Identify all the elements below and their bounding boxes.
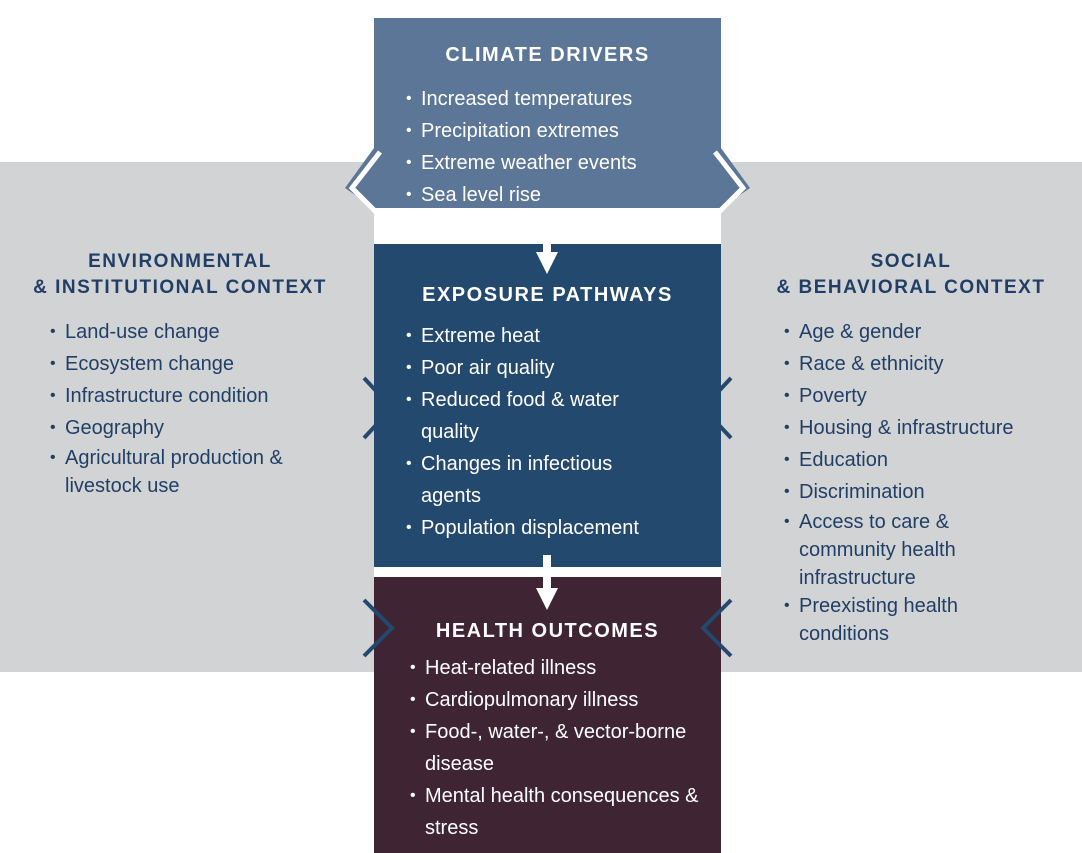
list-item: Cardiopulmonary illness [410,684,720,716]
environmental-context-title: ENVIRONMENTAL & INSTITUTIONAL CONTEXT [0,249,360,301]
list-item: Race & ethnicity [784,348,1074,380]
environmental-context-list: Land-use change Ecosystem change Infrast… [50,316,310,500]
list-item: Ecosystem change [50,348,310,380]
list-item: Changes in infectious agents [406,448,661,512]
list-item: Sea level rise [406,179,637,211]
chevron-right-icon-env-health [362,598,395,658]
list-item: Housing & infrastructure [784,412,1074,444]
list-item: Age & gender [784,316,1074,348]
social-context-title-line1: SOCIAL [870,251,952,272]
chevron-left-icon-social-health [700,598,733,658]
list-item: Poor air quality [406,352,706,384]
environmental-context-title-line2: & INSTITUTIONAL CONTEXT [33,277,327,298]
arrow-down-icon-2 [536,555,558,610]
health-outcomes-list: Heat-related illness Cardiopulmonary ill… [410,652,720,844]
list-item: Land-use change [50,316,310,348]
social-context-list: Age & gender Race & ethnicity Poverty Ho… [784,316,1074,648]
list-item: Extreme heat [406,320,706,352]
list-item: Poverty [784,380,1074,412]
divider-climate-exposure [374,208,721,216]
list-item: Discrimination [784,476,1074,508]
exposure-pathways-title: EXPOSURE PATHWAYS [422,284,673,306]
social-context-title-line2: & BEHAVIORAL CONTEXT [776,277,1046,298]
environmental-context-title-line1: ENVIRONMENTAL [88,251,272,272]
list-item: Geography [50,412,310,444]
list-item: Population displacement [406,512,706,544]
chevron-left-icon-climate [348,150,382,218]
list-item: Reduced food & water quality [406,384,681,448]
list-item: Agricultural production & livestock use [50,444,300,500]
list-item: Infrastructure condition [50,380,310,412]
list-item: Increased temperatures [406,83,637,115]
climate-drivers-title: CLIMATE DRIVERS [445,44,650,66]
list-item: Precipitation extremes [406,115,637,147]
health-outcomes-title: HEALTH OUTCOMES [435,620,660,642]
list-item: Mental health consequences & stress [410,780,725,844]
arrow-down-icon-1 [536,216,558,274]
climate-drivers-list: Increased temperatures Precipitation ext… [406,83,637,211]
list-item: Food-, water-, & vector-borne disease [410,716,725,780]
list-item: Education [784,444,1074,476]
chevron-right-icon-env-exposure [362,376,395,440]
list-item: Preexisting health conditions [784,592,1009,648]
list-item: Heat-related illness [410,652,720,684]
chevron-left-icon-social-exposure [700,376,733,440]
social-context-title: SOCIAL & BEHAVIORAL CONTEXT [740,249,1082,301]
list-item: Access to care & community health infras… [784,508,999,592]
list-item: Extreme weather events [406,147,637,179]
exposure-pathways-list: Extreme heat Poor air quality Reduced fo… [406,320,706,544]
chevron-right-icon-climate [713,150,747,218]
